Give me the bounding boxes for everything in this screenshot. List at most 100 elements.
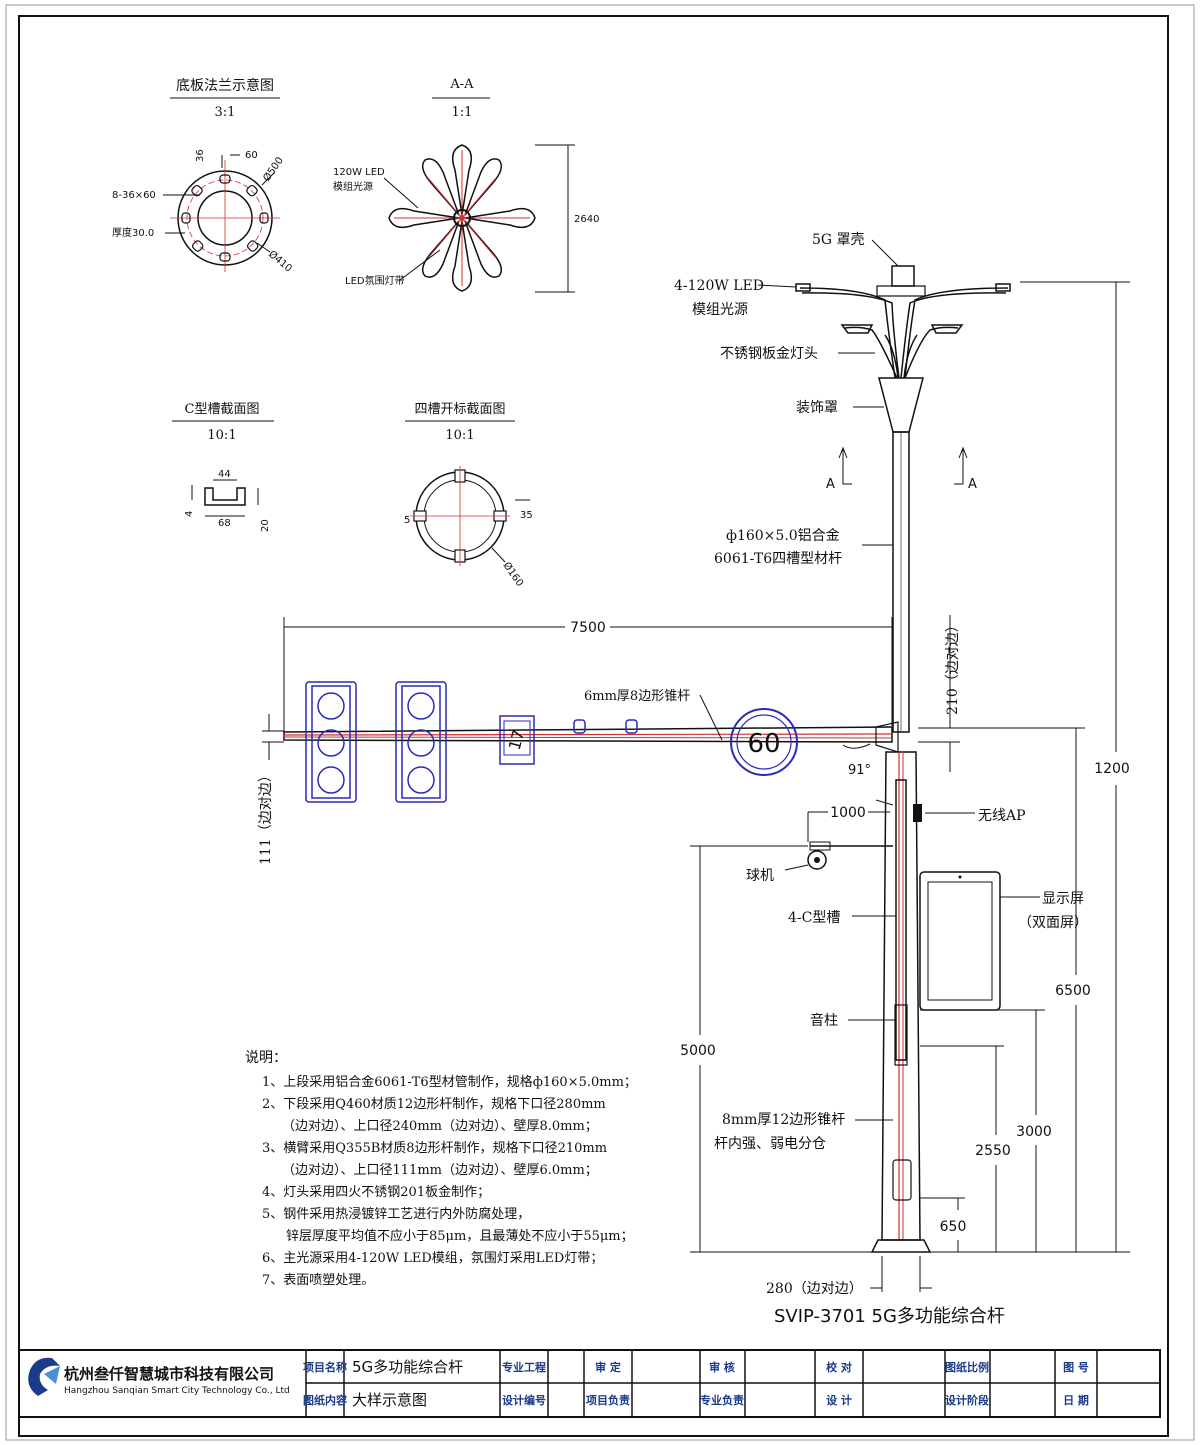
dim-650: 650 — [940, 1219, 967, 1235]
guide-sign-text: 17 — [505, 728, 529, 753]
label-decor: 装饰罩 — [796, 400, 838, 416]
traffic-signal-1 — [305, 681, 357, 803]
c-channel-detail: C型槽截面图 10:1 44 68 4 20 — [172, 402, 274, 532]
four-slot-dim-35: 35 — [520, 510, 533, 521]
label-lower-spec-2: 杆内强、弱电分仓 — [714, 1136, 826, 1152]
note-line: 2、下段采用Q460材质12边形杆制作，规格下口径280mm — [262, 1096, 606, 1112]
product-title: SVIP-3701 5G多功能综合杆 — [774, 1306, 1005, 1327]
label-screen-1: 显示屏 — [1042, 891, 1084, 907]
c-slot — [895, 779, 907, 1061]
tb-label-date: 日 期 — [1063, 1393, 1089, 1407]
dim-111: 111（边对边） — [258, 768, 274, 865]
pole-assembly: 17 60 A A — [258, 231, 1130, 1297]
tb-label-design-no: 设计编号 — [502, 1393, 546, 1407]
label-pole-spec-2: 6061-T6四槽型材杆 — [714, 551, 842, 567]
section-aa-led-1: 120W LED — [333, 167, 385, 178]
flange-thickness: 厚度30.0 — [112, 226, 154, 239]
label-speaker: 音柱 — [810, 1012, 838, 1029]
display-screen — [919, 871, 1001, 1011]
label-led-2: 模组光源 — [692, 302, 748, 318]
section-aa-title: A-A — [449, 77, 474, 92]
dim-210: 210（边对边） — [945, 618, 961, 715]
speaker — [894, 1004, 908, 1066]
note-line: 7、表面喷塑处理。 — [262, 1273, 374, 1288]
c-channel-title: C型槽截面图 — [185, 402, 260, 417]
section-aa-led-2: 模组光源 — [333, 180, 373, 193]
flange-detail: 底板法兰示意图 3:1 60 36 Ø500 Ø410 8-36×60 厚度30… — [112, 77, 294, 275]
c-channel-dim-20: 20 — [260, 519, 271, 532]
dim-7500: 7500 — [570, 620, 606, 636]
flange-dim-36: 36 — [195, 149, 206, 162]
note-line: （边对边）、上口径240mm（边对边）、壁厚8.0mm； — [282, 1119, 598, 1134]
section-aa-detail: A-A 1:1 2640 120W LED 模组光源 LED氛围灯带 — [333, 77, 599, 293]
traffic-signal-2 — [395, 681, 447, 803]
flange-title: 底板法兰示意图 — [176, 77, 274, 94]
tb-label-check: 校 对 — [826, 1360, 852, 1374]
pole-base — [870, 1239, 932, 1253]
label-angle: 91° — [848, 763, 871, 778]
four-slot-scale: 10:1 — [445, 428, 474, 443]
company-logo — [28, 1357, 60, 1396]
dim-1000: 1000 — [830, 805, 866, 821]
inner-frame — [18, 15, 1169, 1437]
four-slot-title: 四槽开标截面图 — [414, 402, 505, 417]
decor-cover — [878, 377, 924, 433]
5g-housing — [891, 265, 915, 287]
label-camera: 球机 — [746, 868, 774, 884]
label-arm-spec: 6mm厚8边形锥杆 — [584, 689, 690, 704]
company-name-en: Hangzhou Sanqian Smart City Technology C… — [64, 1386, 290, 1396]
tb-value-project: 5G多功能综合杆 — [352, 1358, 463, 1376]
c-channel-dim-68: 68 — [218, 518, 231, 529]
dim-3000: 3000 — [1016, 1124, 1052, 1140]
dim-6500: 6500 — [1055, 983, 1091, 999]
speed-limit-sign: 60 — [730, 708, 798, 776]
four-slot-detail: 四槽开标截面图 10:1 5 35 Ø160 — [404, 402, 533, 589]
ap-device — [913, 804, 922, 822]
dim-5000: 5000 — [680, 1043, 716, 1059]
section-aa-strip: LED氛围灯带 — [345, 274, 405, 287]
tb-value-content: 大样示意图 — [352, 1391, 427, 1409]
outer-frame — [5, 4, 1195, 1441]
dim-1200: 1200 — [1094, 761, 1130, 777]
tb-label-discipline: 专业工程 — [502, 1360, 546, 1374]
tb-label-project-lead: 项目负责 — [586, 1393, 630, 1407]
sensor-2 — [625, 719, 638, 734]
speed-limit-text: 60 — [747, 729, 780, 759]
tb-label-design: 设 计 — [826, 1393, 852, 1407]
label-ap: 无线AP — [978, 808, 1026, 824]
dome-camera — [807, 850, 827, 870]
label-led-1: 4-120W LED — [674, 278, 764, 294]
tb-label-drawing-no: 图 号 — [1063, 1361, 1089, 1374]
section-aa-scale: 1:1 — [452, 105, 473, 120]
guide-sign: 17 — [499, 715, 535, 765]
tb-label-approve: 审 定 — [595, 1360, 621, 1374]
company-name-cn: 杭州叁仟智慧城市科技有限公司 — [64, 1365, 274, 1383]
four-slot-dim-160: Ø160 — [501, 560, 526, 589]
flange-holes: 8-36×60 — [112, 190, 156, 201]
notes: 说明： 1、上段采用铝合金6061-T6型材管制作，规格ф160×5.0mm； … — [245, 1050, 637, 1288]
notes-heading: 说明： — [245, 1050, 287, 1066]
label-lower-spec-1: 8mm厚12边形锥杆 — [722, 1112, 845, 1128]
sensor-1 — [573, 719, 586, 734]
lamp-head — [795, 283, 1011, 379]
note-line: （边对边）、上口径111mm（边对边）、壁厚6.0mm； — [282, 1163, 598, 1178]
flange-scale: 3:1 — [215, 105, 236, 120]
section-a-left: A — [826, 477, 835, 492]
section-aa-dim-2640: 2640 — [574, 214, 599, 225]
flange-dim-60: 60 — [245, 150, 258, 161]
c-channel-dim-4: 4 — [184, 511, 195, 517]
section-a-right: A — [968, 477, 977, 492]
c-channel-scale: 10:1 — [207, 428, 236, 443]
note-line: 3、横臂采用Q355B材质8边形杆制作，规格下口径210mm — [262, 1140, 607, 1156]
label-5g-cover: 5G 罩壳 — [812, 231, 865, 248]
note-line: 4、灯头采用四火不锈钢201板金制作； — [262, 1184, 490, 1200]
flange-dim-500: Ø500 — [261, 155, 286, 184]
c-channel-dim-44: 44 — [218, 469, 231, 480]
tb-label-discipline-lead: 专业负责 — [700, 1393, 744, 1407]
tb-label-stage: 设计阶段 — [945, 1393, 989, 1407]
tb-label-content: 图纸内容 — [303, 1393, 347, 1407]
tb-label-project: 项目名称 — [303, 1360, 347, 1374]
flange-dim-410: Ø410 — [266, 248, 294, 275]
tb-label-review: 审 核 — [709, 1360, 735, 1374]
